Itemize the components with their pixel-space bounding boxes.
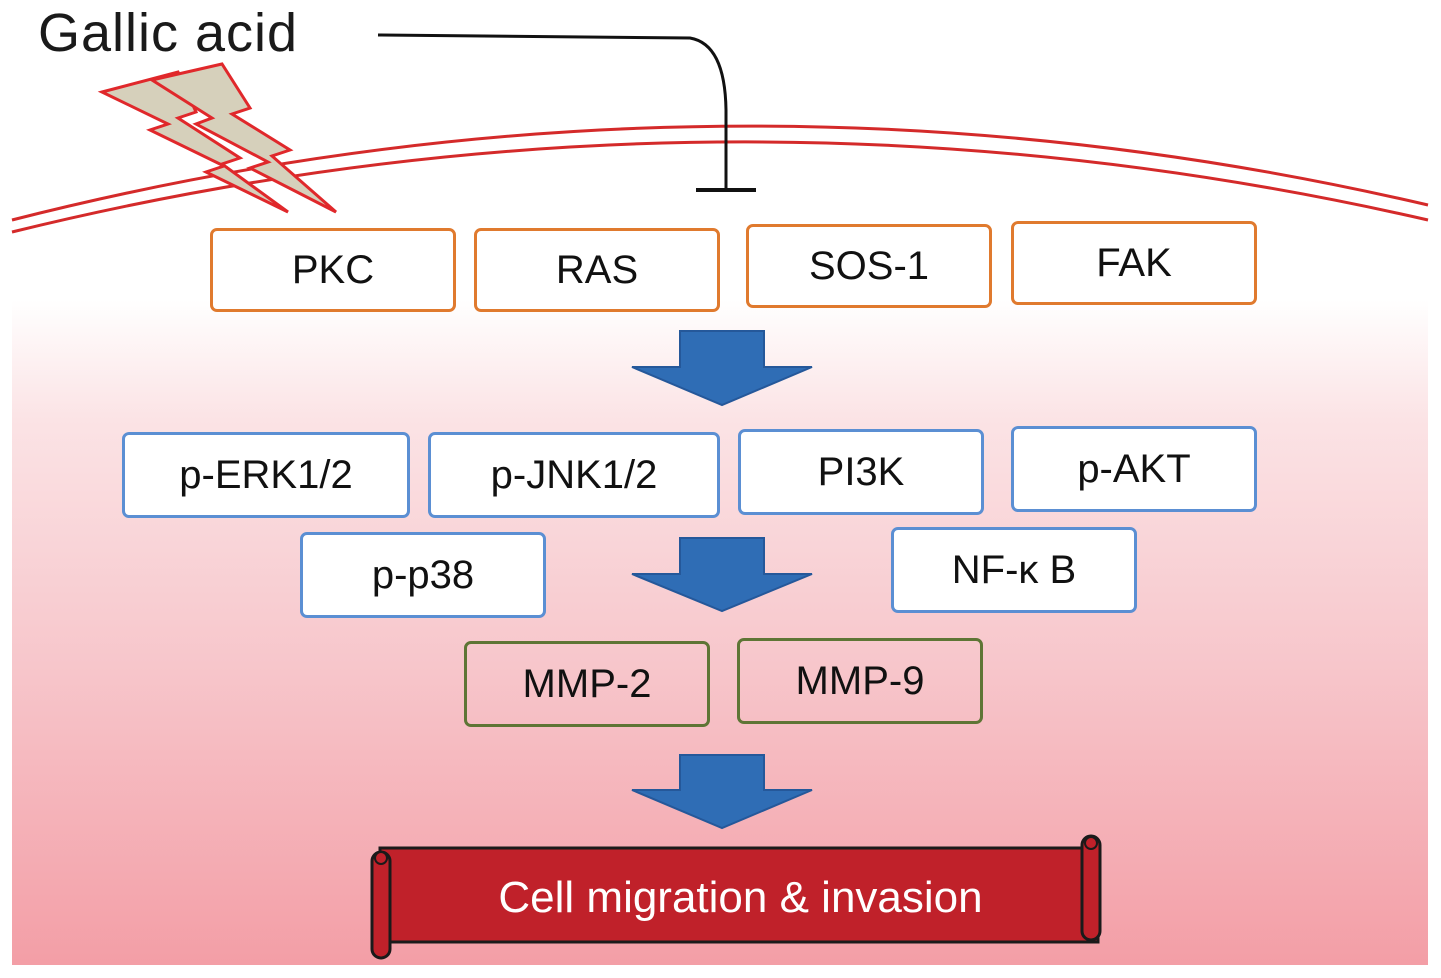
- node-mmp-2: MMP-2: [464, 641, 710, 727]
- t-bar-inhibition-icon: [377, 33, 756, 192]
- node-p-p38: p-p38: [300, 532, 546, 618]
- node-ras: RAS: [474, 228, 720, 312]
- node-fak: FAK: [1011, 221, 1257, 305]
- node-mmp-9: MMP-9: [737, 638, 983, 724]
- node-p-akt: p-AKT: [1011, 426, 1257, 512]
- node-pi3k: PI3K: [738, 429, 984, 515]
- node-nf-kb: NF-κ B: [891, 527, 1137, 613]
- banner-right-curl: [1084, 836, 1098, 850]
- lightning-bolt-front-icon: [148, 62, 337, 214]
- down-arrow-icon: [631, 754, 813, 830]
- inhibition-line: [377, 33, 728, 190]
- node-pkc: PKC: [210, 228, 456, 312]
- outcome-banner-scroll: [370, 834, 1102, 960]
- node-p-jnk1-2: p-JNK1/2: [428, 432, 720, 518]
- stimulus-title: Gallic acid: [38, 3, 299, 63]
- cell-membrane-inner: [11, 140, 1429, 234]
- node-p-erk1-2: p-ERK1/2: [122, 432, 410, 518]
- outcome-label: Cell migration & invasion: [498, 873, 983, 922]
- node-sos-1: SOS-1: [746, 224, 992, 308]
- banner-left-curl: [374, 851, 388, 865]
- down-arrow-icon: [631, 330, 813, 407]
- lightning-bolt-icon: [97, 62, 337, 214]
- down-arrow-icon: [631, 537, 813, 613]
